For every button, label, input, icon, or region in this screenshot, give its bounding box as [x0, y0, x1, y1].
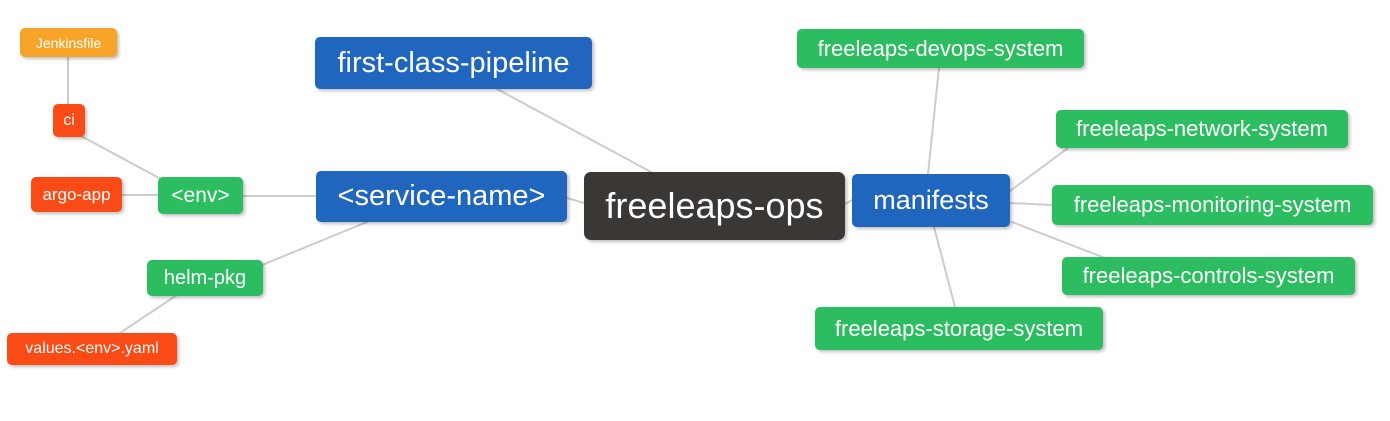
node-manifests[interactable]: manifests: [852, 174, 1010, 227]
node-freeleaps-controls-system[interactable]: freeleaps-controls-system: [1062, 257, 1355, 295]
node-freeleaps-monitoring-system[interactable]: freeleaps-monitoring-system: [1052, 185, 1373, 225]
node-service-name[interactable]: <service-name>: [316, 171, 567, 222]
node-values-env-yaml[interactable]: values.<env>.yaml: [7, 333, 177, 365]
node-freeleaps-storage-system[interactable]: freeleaps-storage-system: [815, 307, 1103, 350]
edge-pipeline-ops: [496, 88, 652, 173]
edge-ci-env: [80, 135, 160, 179]
edge-manifests-devops: [927, 67, 940, 175]
edge-manifests-storage: [933, 226, 956, 308]
edge-service-name-helm-pkg: [261, 221, 368, 266]
edge-service-name-ops: [566, 197, 585, 204]
node-first-class-pipeline[interactable]: first-class-pipeline: [315, 37, 592, 89]
node-freeleaps-devops-system[interactable]: freeleaps-devops-system: [797, 29, 1084, 68]
edge-helm-pkg-values: [119, 294, 178, 334]
node-env[interactable]: <env>: [158, 177, 243, 214]
edge-ops-manifests: [844, 199, 853, 205]
node-argo-app[interactable]: argo-app: [31, 177, 122, 212]
edge-manifests-controls: [1011, 221, 1106, 259]
edge-manifests-monitoring: [1009, 202, 1053, 206]
node-freeleaps-network-system[interactable]: freeleaps-network-system: [1056, 110, 1348, 148]
node-ci[interactable]: ci: [53, 104, 85, 137]
node-helm-pkg[interactable]: helm-pkg: [147, 260, 263, 296]
node-jenkinsfile[interactable]: Jenkinsfile: [20, 28, 117, 57]
node-freeleaps-ops[interactable]: freeleaps-ops: [584, 172, 845, 240]
